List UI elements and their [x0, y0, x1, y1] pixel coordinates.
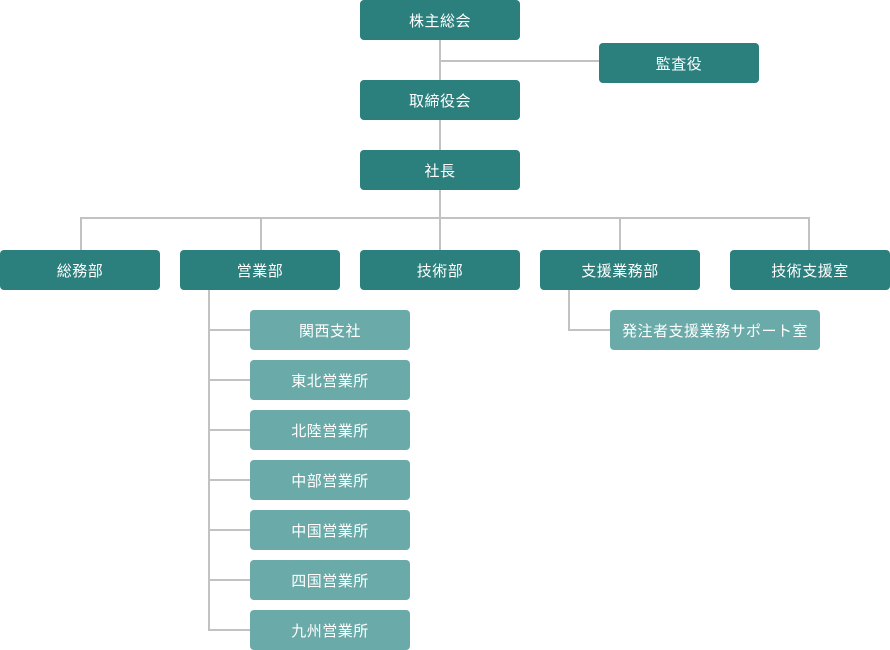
branch-box: 東北営業所 [250, 360, 410, 400]
branch-box: 北陸営業所 [250, 410, 410, 450]
connector-line [439, 119, 441, 150]
connector-line [208, 429, 250, 431]
department-engineering: 技術部 [360, 250, 520, 290]
connector-line [208, 479, 250, 481]
branch-box: 関西支社 [250, 310, 410, 350]
connector-line [439, 189, 441, 219]
department-general-affairs: 総務部 [0, 250, 160, 290]
president-box: 社長 [360, 150, 520, 190]
connector-line [260, 217, 262, 250]
support-sub-office-box: 発注者支援業務サポート室 [610, 310, 820, 350]
connector-line [208, 379, 250, 381]
connector-line [208, 529, 250, 531]
connector-line [568, 290, 570, 331]
connector-line [439, 60, 599, 62]
branch-box: 中部営業所 [250, 460, 410, 500]
auditor-box: 監査役 [599, 43, 759, 83]
branch-box: 九州営業所 [250, 610, 410, 650]
connector-line [439, 217, 441, 250]
branch-box: 中国営業所 [250, 510, 410, 550]
connector-line [808, 217, 810, 250]
connector-line [568, 329, 610, 331]
department-sales: 営業部 [180, 250, 340, 290]
branch-box: 四国営業所 [250, 560, 410, 600]
connector-line [80, 217, 810, 219]
connector-line [208, 579, 250, 581]
connector-line [80, 217, 82, 250]
board-box: 取締役会 [360, 80, 520, 120]
department-tech-support-office: 技術支援室 [730, 250, 890, 290]
connector-line [208, 629, 250, 631]
department-support-services: 支援業務部 [540, 250, 700, 290]
shareholders-box: 株主総会 [360, 0, 520, 40]
connector-line [208, 290, 210, 631]
connector-line [619, 217, 621, 250]
connector-line [208, 329, 250, 331]
